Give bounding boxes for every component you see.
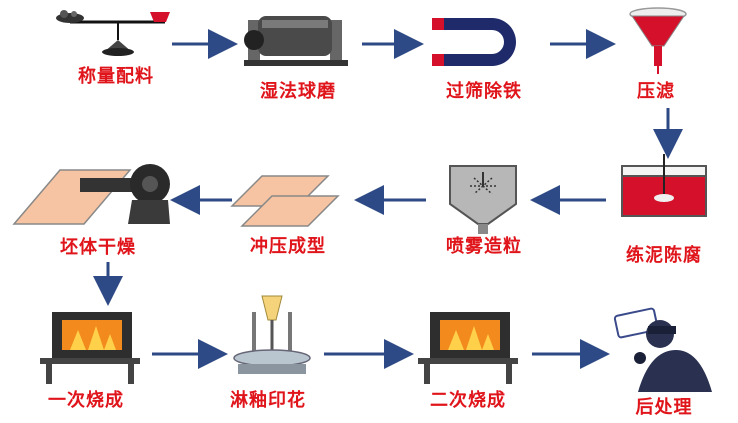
step-label-pressing: 冲压成型: [250, 236, 326, 257]
scale-icon: [56, 10, 170, 56]
step-label-drying: 坯体干燥: [60, 237, 136, 258]
inspector-icon: [613, 307, 712, 392]
dryer-icon: [12, 164, 170, 225]
ball-mill-icon: [244, 16, 348, 66]
step-label-post-processing: 后处理: [635, 397, 693, 418]
funnel-icon: [629, 7, 687, 74]
step-label-aging: 练泥陈腐: [626, 245, 702, 266]
step-label-second-firing: 二次烧成: [430, 390, 506, 411]
glazing-machine-icon: [233, 295, 311, 374]
step-label-ball-milling: 湿法球磨: [260, 81, 336, 102]
step-label-glazing: 淋釉印花: [230, 390, 306, 411]
kiln-icon: [40, 312, 140, 384]
kiln-icon-2: [418, 312, 518, 384]
step-label-filter-press: 压滤: [637, 81, 675, 102]
step-label-spray-granulation: 喷雾造粒: [446, 236, 522, 257]
magnet-icon: [432, 18, 516, 66]
step-label-first-firing: 一次烧成: [48, 390, 124, 411]
step-label-sieving: 过筛除铁: [446, 81, 522, 102]
pressed-tiles-icon: [230, 175, 340, 227]
spray-dryer-icon: [449, 165, 517, 234]
tank-icon: [621, 154, 707, 217]
step-label-weighing: 称量配料: [78, 66, 154, 87]
